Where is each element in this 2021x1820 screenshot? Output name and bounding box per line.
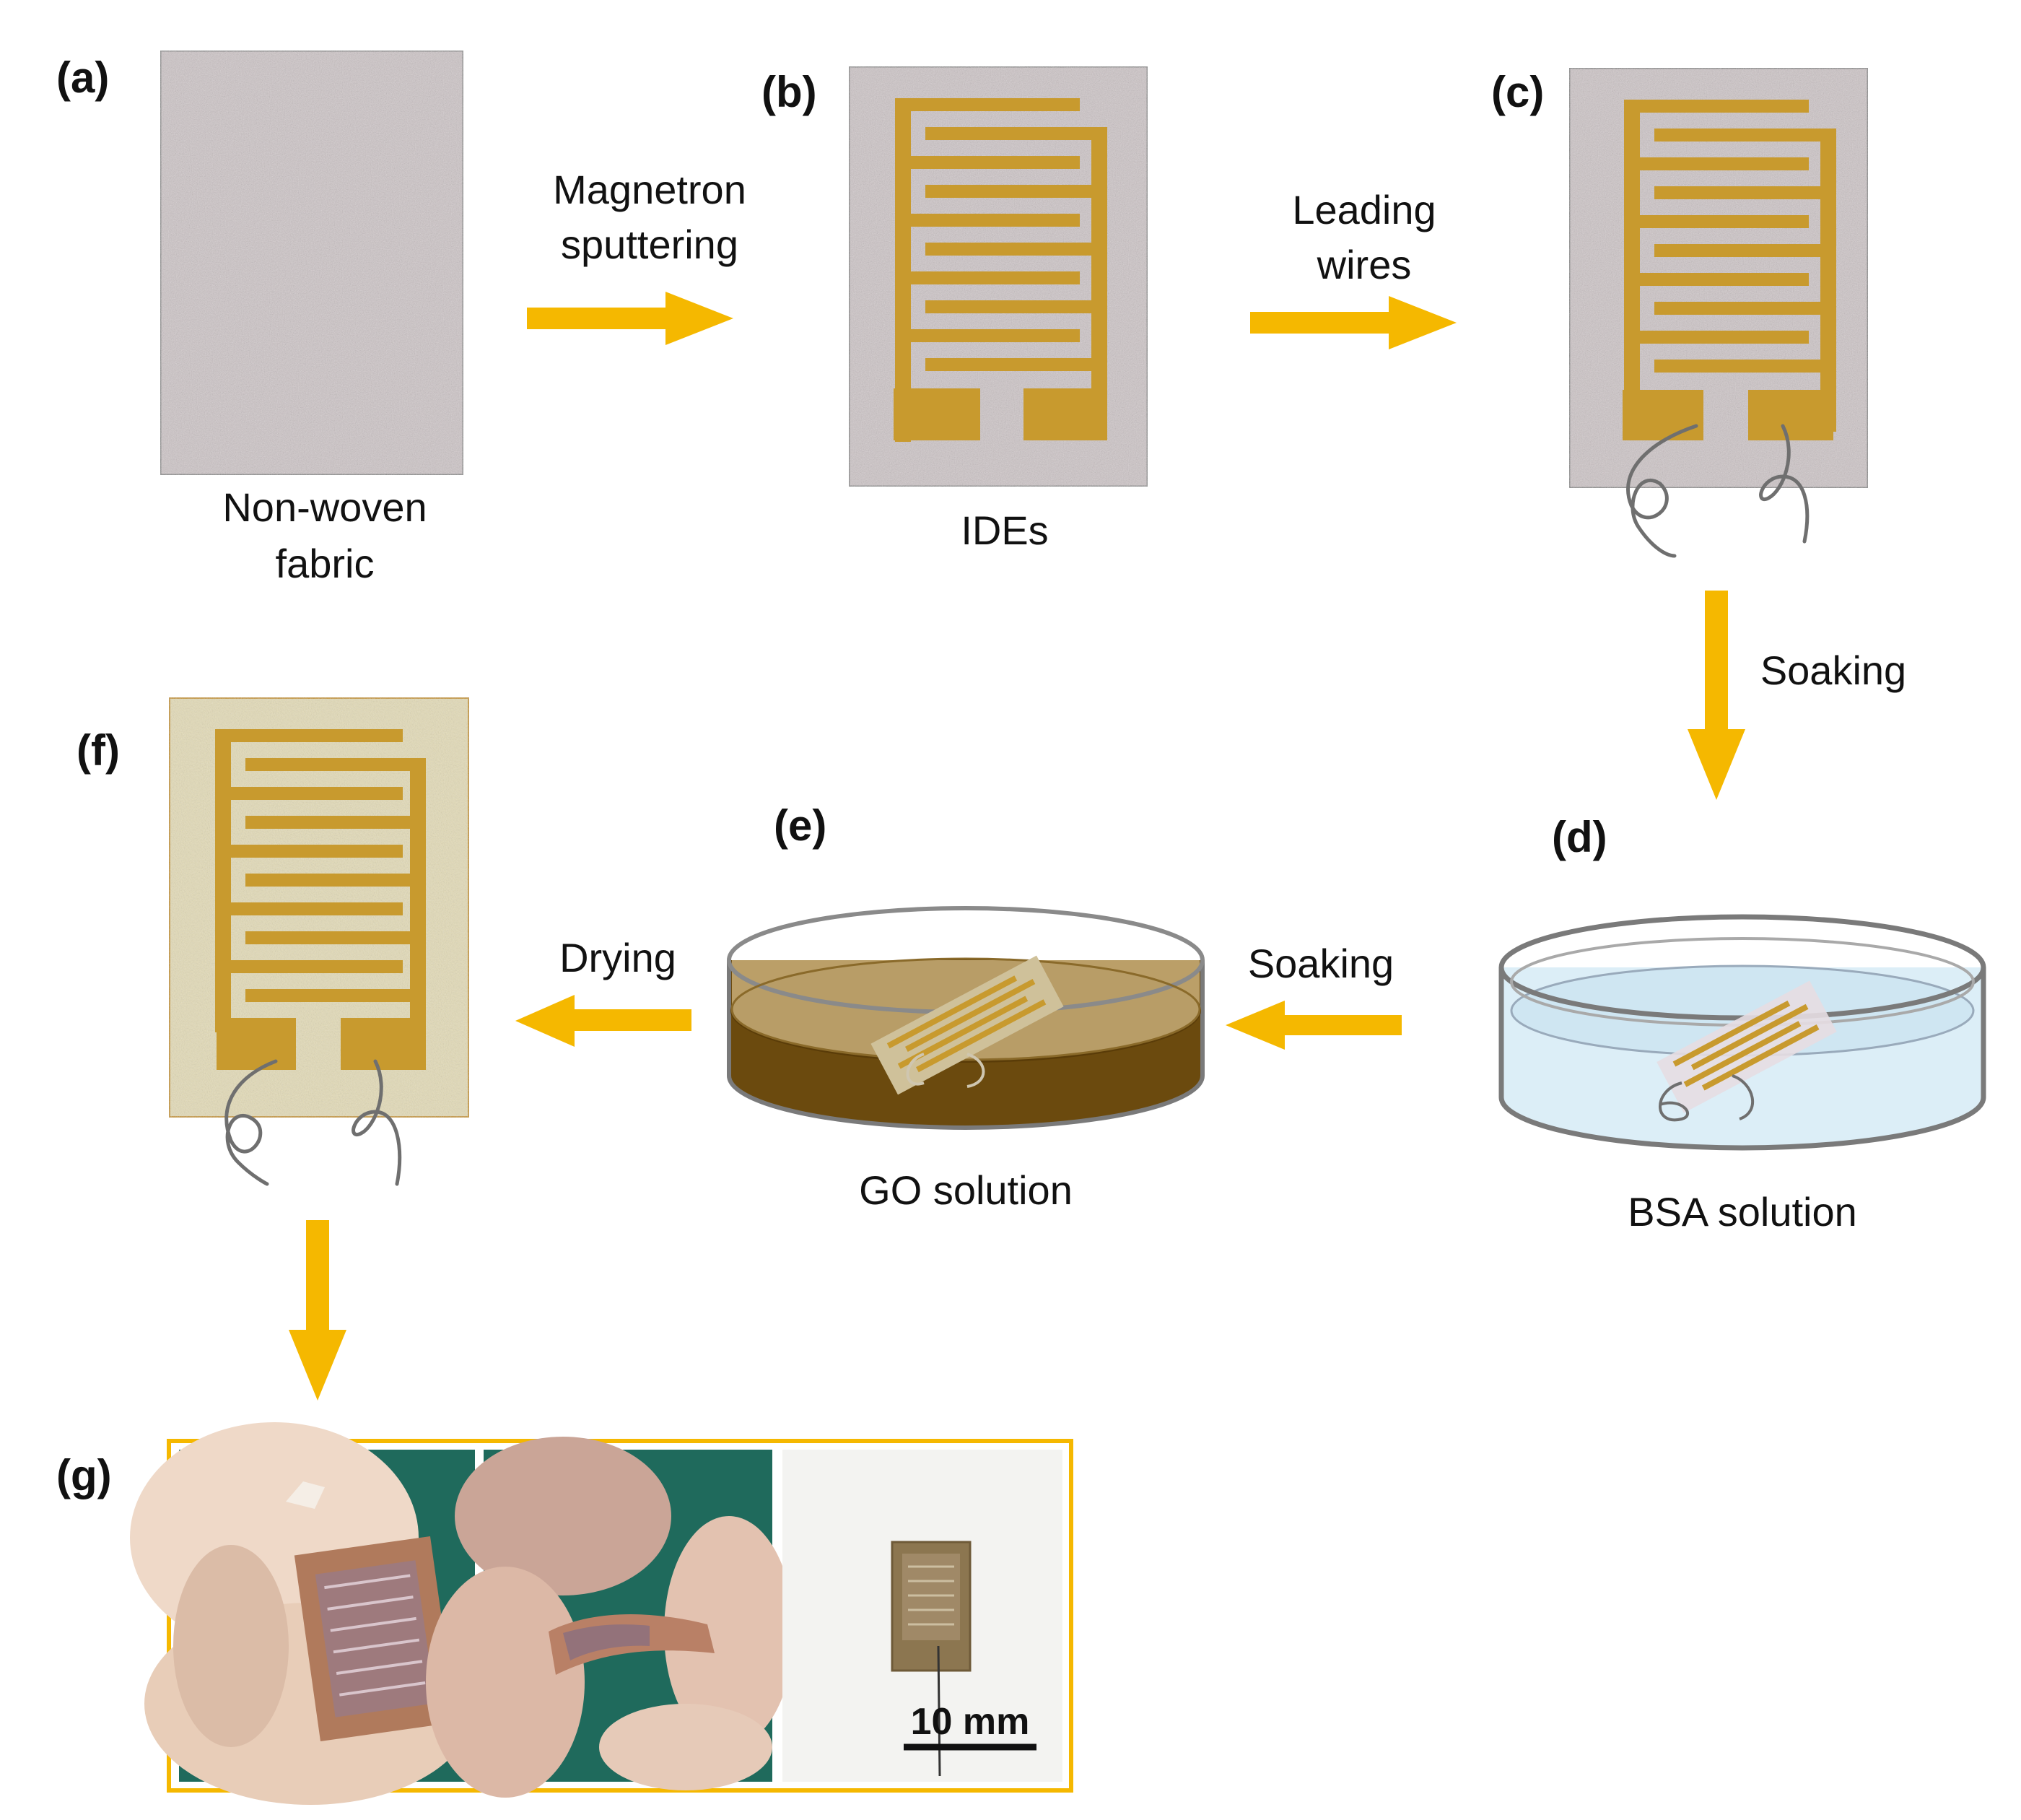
petri-dish-icon (727, 906, 1205, 1130)
step-magnetron-line1: Magnetron (553, 167, 746, 212)
photo-twisted-sensor (426, 1437, 794, 1798)
arrow-left-icon (1226, 1001, 1402, 1050)
step-magnetron-line2: sputtering (561, 222, 738, 267)
panel-a-caption-line2: fabric (276, 541, 375, 586)
arrow-left-icon (515, 995, 691, 1047)
step-leading-line2: wires (1317, 242, 1412, 287)
arrow-down-icon (1688, 591, 1745, 800)
interdigitated-electrodes (894, 98, 1107, 442)
scale-bar-label: 10 mm (911, 1701, 1030, 1743)
panel-e-label: (e) (774, 801, 826, 850)
panel-a-label: (a) (56, 53, 109, 102)
arrow-down-icon (289, 1220, 346, 1401)
panel-d-label: (d) (1552, 813, 1607, 861)
panel-g-label: (g) (56, 1451, 112, 1499)
wire-icon (1626, 424, 1810, 558)
panel-b-caption: IDEs (961, 508, 1048, 553)
step-soaking-1: Soaking (1760, 648, 1906, 693)
step-leading-line1: Leading (1292, 187, 1436, 232)
panel-b-label: (b) (761, 68, 817, 116)
panel-a-caption-line1: Non-woven (222, 484, 427, 530)
photo-bent-sensor-1 (130, 1422, 476, 1805)
panel-c-label: (c) (1491, 68, 1544, 116)
panel-e-caption: GO solution (859, 1167, 1073, 1213)
photo-sensor-scale: 10 mm (782, 1450, 1062, 1782)
panel-f-label: (f) (77, 726, 120, 775)
serpentine-electrodes (215, 729, 426, 1070)
arrow-right-icon (527, 292, 733, 345)
wire-icon (224, 1059, 402, 1186)
petri-dish-icon (1498, 914, 1986, 1151)
panel-d-caption: BSA solution (1628, 1189, 1857, 1235)
step-soaking-2: Soaking (1248, 941, 1394, 986)
non-woven-fabric (159, 49, 465, 476)
arrow-right-icon (1250, 296, 1457, 349)
interdigitated-electrodes (1623, 100, 1836, 440)
step-drying: Drying (559, 935, 676, 980)
